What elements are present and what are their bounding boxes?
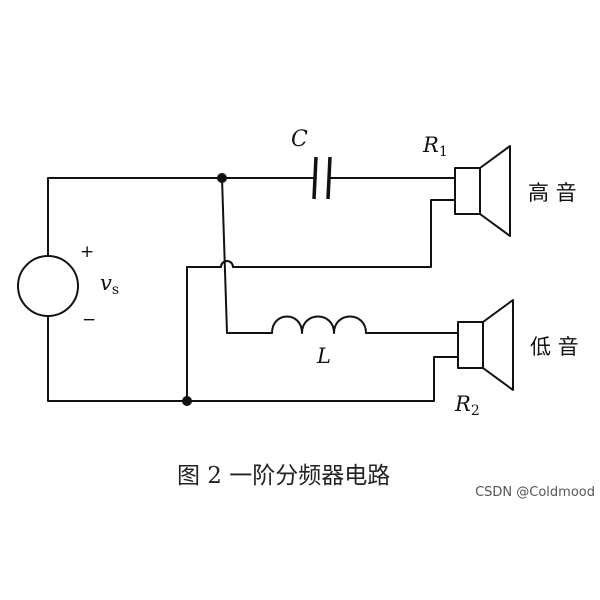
wire-source-bottom [47,316,188,402]
wire-crossover-hop [220,260,234,268]
voltage-source: + − vs [17,242,119,330]
tweeter-magnet [454,167,481,215]
source-label: vs [100,271,119,298]
inductor-coil [271,315,367,334]
source-minus-sign: − [82,310,96,330]
woofer-label: 低 音 [530,335,579,359]
tweeter-cone [479,145,511,237]
inductor-label: L [316,344,331,368]
capacitor-label: C [291,127,308,152]
voltage-source-circle [17,255,79,317]
speaker-tweeter: R1 高 音 [422,133,577,237]
speaker-woofer: R2 低 音 [454,299,579,419]
junction-dot-bottom [182,396,192,406]
wire-woofer-return [186,356,459,402]
woofer-cone [482,299,514,391]
capacitor: C [291,127,332,200]
figure-caption: 图 2 一阶分频器电路 [177,463,390,489]
circuit-wires [47,177,459,402]
woofer-magnet [457,321,484,369]
inductor: L [271,315,367,368]
watermark: CSDN @Coldmood [475,485,595,500]
capacitor-plate-right [326,156,332,200]
tweeter-label: 高 音 [528,181,577,205]
capacitor-plate-left [312,156,318,200]
wire-node-to-inductor [221,177,273,334]
wire-source-left [47,177,223,257]
wire-return-to-bottom-node [186,266,222,402]
woofer-resistor-label: R2 [454,392,480,419]
junction-dot-top [217,173,227,183]
source-plus-sign: + [80,242,94,262]
wire-tweeter-return [232,199,456,268]
tweeter-resistor-label: R1 [422,133,448,160]
